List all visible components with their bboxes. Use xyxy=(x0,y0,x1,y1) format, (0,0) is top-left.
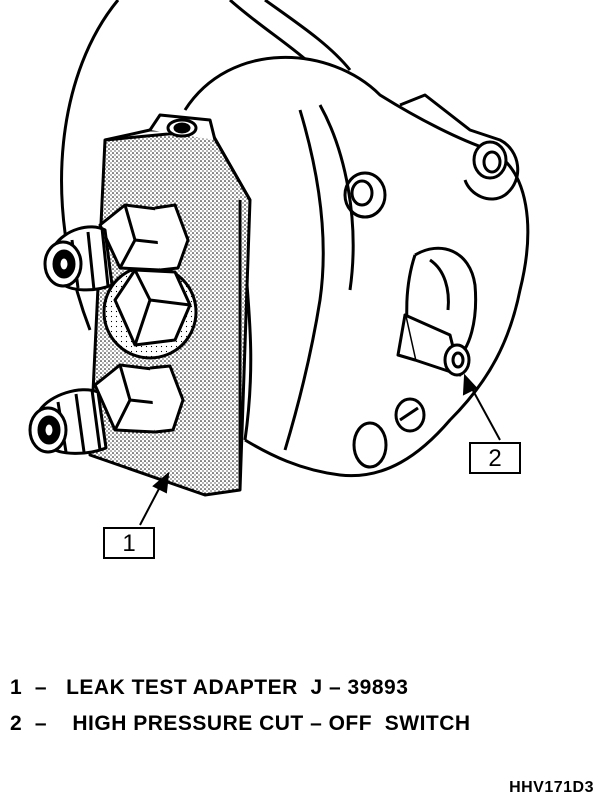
adapter-bolt xyxy=(102,264,198,360)
legend-1-separator: – xyxy=(34,676,48,699)
compressor-body xyxy=(60,0,530,478)
legend-1-text: LEAK TEST ADAPTER J – 39893 xyxy=(66,676,409,699)
legend-2-separator: – xyxy=(34,712,48,735)
legend-2-text: HIGH PRESSURE CUT – OFF SWITCH xyxy=(72,712,471,735)
callout-1: 1 xyxy=(103,527,155,559)
figure-code: HHV171D3 xyxy=(509,779,594,796)
upper-hose-fitting xyxy=(43,203,190,292)
callout-1-label: 1 xyxy=(122,530,135,557)
legend-item-1: 1 – LEAK TEST ADAPTER J – 39893 xyxy=(10,676,408,700)
leader-lines xyxy=(139,373,501,526)
legend-1-number: 1 xyxy=(10,676,23,699)
callout-2: 2 xyxy=(469,442,521,474)
legend-item-2: 2 – HIGH PRESSURE CUT – OFF SWITCH xyxy=(10,712,471,736)
lower-hose-fitting xyxy=(28,363,185,455)
legend-2-number: 2 xyxy=(10,712,23,735)
high-pressure-switch xyxy=(396,313,471,377)
callout-2-label: 2 xyxy=(488,445,501,472)
